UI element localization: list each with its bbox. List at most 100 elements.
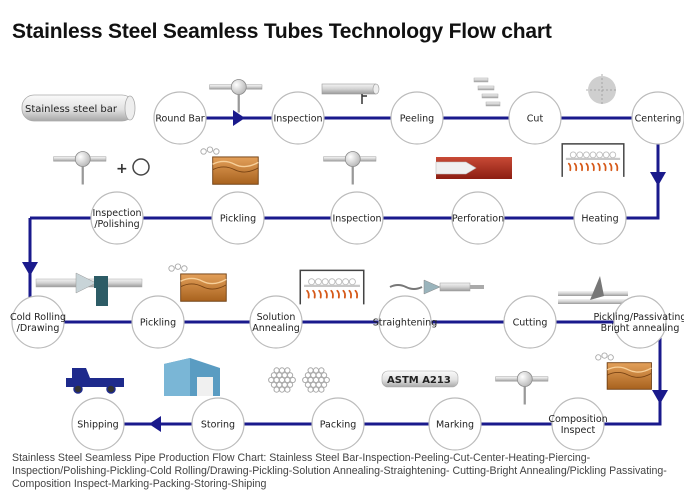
tube-end: [278, 376, 286, 384]
node-cutting: Cutting: [503, 295, 557, 349]
node-circle: [613, 295, 667, 349]
node-label: Packing: [320, 420, 357, 431]
tube-end: [289, 376, 296, 384]
tube-end: [312, 386, 320, 393]
tube-end: [307, 367, 314, 374]
cut-pieces-icon: [473, 77, 501, 107]
node-circle: [71, 397, 125, 451]
tube-end: [281, 372, 288, 379]
node-circle: [390, 91, 444, 145]
tube-end: [310, 381, 317, 388]
pickling-tank-icon: [200, 146, 259, 185]
node-label: Cold Rolling: [10, 312, 66, 323]
node-label: Inspection: [273, 114, 322, 125]
node-marking: Marking: [428, 397, 482, 451]
caption: Stainless Steel Seamless Pipe Production…: [12, 452, 667, 490]
furnace-icon: [299, 269, 365, 306]
node-label: Peeling: [400, 114, 434, 125]
node-label: /Drawing: [17, 323, 60, 334]
tube-bundle-icon: [268, 367, 330, 393]
node-circle: [191, 397, 245, 451]
tube-end: [302, 376, 309, 384]
node-label: Annealing: [252, 323, 300, 334]
node-pickling-1: Pickling: [211, 191, 265, 245]
node-label: Pickling/Passivating: [594, 312, 684, 323]
node-label: Straightening: [373, 318, 437, 329]
tube-end: [278, 386, 286, 393]
node-label: Inspection: [332, 214, 381, 225]
node-label: Pickling: [140, 318, 176, 329]
inspection-gauge-icon: [209, 79, 263, 113]
node-inspection-polishing: Inspection/Polishing: [90, 191, 144, 245]
node-perforation: Perforation: [451, 191, 505, 245]
node-label: Round Bar: [155, 114, 204, 125]
perforation-icon: [435, 157, 512, 179]
centering-target-icon: [586, 74, 618, 106]
pickling-tank-icon: [594, 352, 653, 390]
page-title: Stainless Steel Seamless Tubes Technolog…: [12, 20, 552, 43]
tube-end: [268, 376, 275, 384]
stainless-steel-bar-pill: Stainless steel bar: [21, 94, 136, 122]
node-label: Cut: [527, 114, 544, 125]
node-circle: [428, 397, 482, 451]
inspection-polishing-icon: +: [53, 151, 150, 185]
node-label: Composition: [548, 414, 607, 425]
node-cold-rolling: Cold Rolling/Drawing: [10, 295, 66, 349]
tube-end: [318, 386, 325, 393]
astm-label: ASTM A213: [387, 375, 451, 386]
node-circle: [503, 295, 557, 349]
node-circle: [551, 397, 605, 451]
tube-end: [284, 367, 291, 374]
node-circle: [153, 91, 207, 145]
node-circle: [131, 295, 185, 349]
tube-end: [315, 372, 322, 379]
node-label: Inspect: [561, 425, 596, 436]
node-circle: [249, 295, 303, 349]
node-label: Shipping: [77, 420, 118, 431]
arrow-down-icon: [652, 390, 668, 404]
tube-end: [310, 372, 317, 379]
tube-end: [307, 386, 314, 393]
node-circle: [330, 191, 384, 245]
tube-end: [276, 372, 283, 379]
tube-end: [318, 367, 325, 374]
node-circle: [90, 191, 144, 245]
node-circle: [211, 191, 265, 245]
node-label: Marking: [436, 420, 474, 431]
node-label: Heating: [581, 214, 618, 225]
tube-end: [273, 376, 280, 384]
node-circle: [451, 191, 505, 245]
node-straightening: Straightening: [373, 295, 437, 349]
cold-drawing-icon: [35, 272, 143, 306]
node-storing: Storing: [191, 397, 245, 451]
node-circle: [573, 191, 627, 245]
node-label: /Polishing: [94, 219, 139, 230]
arrow-down-icon: [650, 172, 666, 186]
node-label: Centering: [635, 114, 682, 125]
node-heating: Heating: [573, 191, 627, 245]
furnace-icon: [561, 142, 625, 178]
node-circle: [508, 91, 562, 145]
tube-end: [321, 372, 328, 379]
node-shipping: Shipping: [71, 397, 125, 451]
tube-end: [278, 367, 286, 374]
svg-text:+: +: [116, 161, 128, 177]
tube-end: [284, 386, 291, 393]
node-label: Solution: [257, 312, 296, 323]
node-circle: [271, 91, 325, 145]
tube-end: [287, 381, 294, 388]
arrow-left-icon: [149, 416, 161, 432]
node-circle: [11, 295, 65, 349]
astm-label-icon: ASTM A213: [381, 370, 459, 388]
tube-end: [270, 372, 277, 379]
node-packing: Packing: [311, 397, 365, 451]
node-circle: [311, 397, 365, 451]
pickling-tank-icon: [168, 263, 227, 302]
node-inspection-2: Inspection: [330, 191, 384, 245]
truck-icon: [66, 368, 124, 394]
tube-end: [270, 381, 277, 388]
